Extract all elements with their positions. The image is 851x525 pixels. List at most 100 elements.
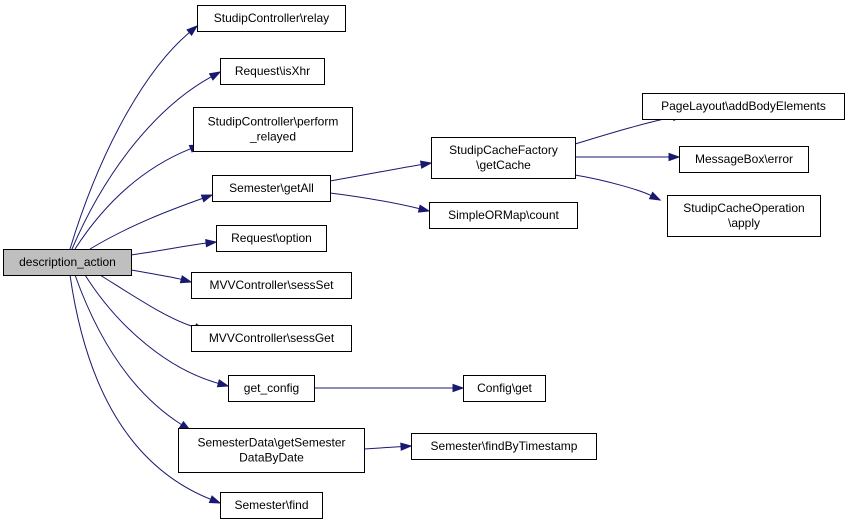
edge-line <box>71 76 212 250</box>
node-box <box>178 428 365 473</box>
node-findByTimestamp[interactable]: Semester\findByTimestamp <box>411 433 597 460</box>
edge-getCache-to-apply <box>574 174 662 201</box>
node-addBodyElements[interactable]: PageLayout\addBodyElements <box>642 93 845 120</box>
node-box <box>191 325 352 352</box>
node-sessGet[interactable]: MVVController\sessGet <box>191 325 352 352</box>
node-label: StudipCacheFactory <box>449 143 558 157</box>
edge-description_action-to-sessSet <box>130 269 193 284</box>
edge-description_action-to-perform_relayed <box>74 144 202 250</box>
edge-description_action-to-get_config <box>84 274 230 388</box>
edge-description_action-to-getSemesterDataByDate <box>74 274 192 431</box>
edge-line <box>329 192 420 210</box>
node-label: MessageBox\error <box>695 152 793 166</box>
edge-description_action-to-option <box>130 239 218 256</box>
node-label: MVVController\sessSet <box>209 278 334 292</box>
node-configGet[interactable]: Config\get <box>463 375 546 402</box>
edge-arrowhead <box>200 194 214 203</box>
node-box <box>411 433 597 460</box>
node-error[interactable]: MessageBox\error <box>679 146 809 173</box>
node-label: \getCache <box>476 158 531 172</box>
node-label: Semester\find <box>234 498 308 512</box>
node-label: StudipController\perform <box>208 115 339 129</box>
node-getAll[interactable]: Semester\getAll <box>212 175 331 202</box>
node-box <box>216 225 327 252</box>
node-box <box>3 249 132 276</box>
node-getCache[interactable]: StudipCacheFactory\getCache <box>431 137 576 179</box>
node-label: Config\get <box>477 381 532 395</box>
node-box <box>212 175 331 202</box>
edge-arrowhead <box>208 495 222 504</box>
edge-getCache-to-error <box>575 152 681 162</box>
edge-line <box>69 274 211 500</box>
node-label: StudipController\relay <box>214 11 329 25</box>
node-isXhr[interactable]: Request\isXhr <box>220 58 325 85</box>
edge-arrowhead <box>648 191 662 201</box>
edge-line <box>84 274 219 384</box>
node-box <box>429 202 578 229</box>
edge-line <box>69 32 190 250</box>
node-perform_relayed[interactable]: StudipController\perform_relayed <box>193 107 353 152</box>
edge-arrowhead <box>400 442 413 451</box>
edge-arrowhead <box>216 379 230 388</box>
edge-description_action-to-find <box>69 274 222 504</box>
edge-getAll-to-getCache <box>329 160 433 182</box>
node-label: SimpleORMap\count <box>448 208 559 222</box>
node-description_action[interactable]: description_action <box>3 249 132 276</box>
edge-arrowhead <box>208 71 222 81</box>
edge-arrowhead <box>419 160 433 169</box>
edge-line <box>363 446 402 450</box>
node-label: StudipCacheOperation <box>683 201 804 215</box>
node-label: Request\option <box>231 231 312 245</box>
edge-description_action-to-relay <box>69 25 199 250</box>
node-count[interactable]: SimpleORMap\count <box>429 202 578 229</box>
node-get_config[interactable]: get_config <box>228 375 315 402</box>
node-option[interactable]: Request\option <box>216 225 327 252</box>
node-label: Request\isXhr <box>235 64 310 78</box>
edge-line <box>574 174 652 196</box>
edge-line <box>74 274 182 426</box>
edge-arrowhead <box>179 275 193 284</box>
node-box <box>228 375 315 402</box>
edge-arrowhead <box>186 25 199 36</box>
node-box <box>642 93 845 120</box>
node-box <box>191 272 352 299</box>
edge-line <box>574 116 674 145</box>
node-label: MVVController\sessGet <box>209 331 335 345</box>
call-graph-nodes: description_action StudipController\relay… <box>3 5 845 519</box>
node-label: \apply <box>728 216 760 230</box>
edge-description_action-to-getAll <box>89 194 214 250</box>
node-box <box>679 146 809 173</box>
node-box <box>220 58 325 85</box>
node-box <box>431 137 576 179</box>
edge-line <box>329 164 422 182</box>
node-label: SemesterData\getSemester <box>197 436 345 450</box>
node-find[interactable]: Semester\find <box>220 492 323 519</box>
node-box <box>463 375 546 402</box>
edge-line <box>74 148 191 250</box>
node-apply[interactable]: StudipCacheOperation\apply <box>667 195 821 237</box>
node-label: Semester\getAll <box>229 181 314 195</box>
edge-line <box>99 274 196 328</box>
edge-line <box>130 269 182 280</box>
node-label: DataByDate <box>239 451 304 465</box>
edge-getSemesterDataByDate-to-findByTimestamp <box>363 442 413 451</box>
edge-line <box>89 197 203 250</box>
edge-arrowhead <box>417 204 431 213</box>
call-graph-edges <box>69 25 685 504</box>
node-label: get_config <box>244 381 299 395</box>
edge-getAll-to-count <box>329 192 431 213</box>
node-label: _relayed <box>249 130 296 144</box>
edge-description_action-to-sessGet <box>99 274 207 332</box>
node-box <box>197 5 346 32</box>
node-label: description_action <box>19 255 116 269</box>
edge-arrowhead <box>205 239 218 248</box>
node-label: Semester\findByTimestamp <box>431 439 578 453</box>
node-relay[interactable]: StudipController\relay <box>197 5 346 32</box>
edge-line <box>130 242 207 256</box>
node-box <box>667 195 821 237</box>
node-sessSet[interactable]: MVVController\sessSet <box>191 272 352 299</box>
node-label: PageLayout\addBodyElements <box>661 99 826 113</box>
edge-get_config-to-configGet <box>313 383 465 393</box>
